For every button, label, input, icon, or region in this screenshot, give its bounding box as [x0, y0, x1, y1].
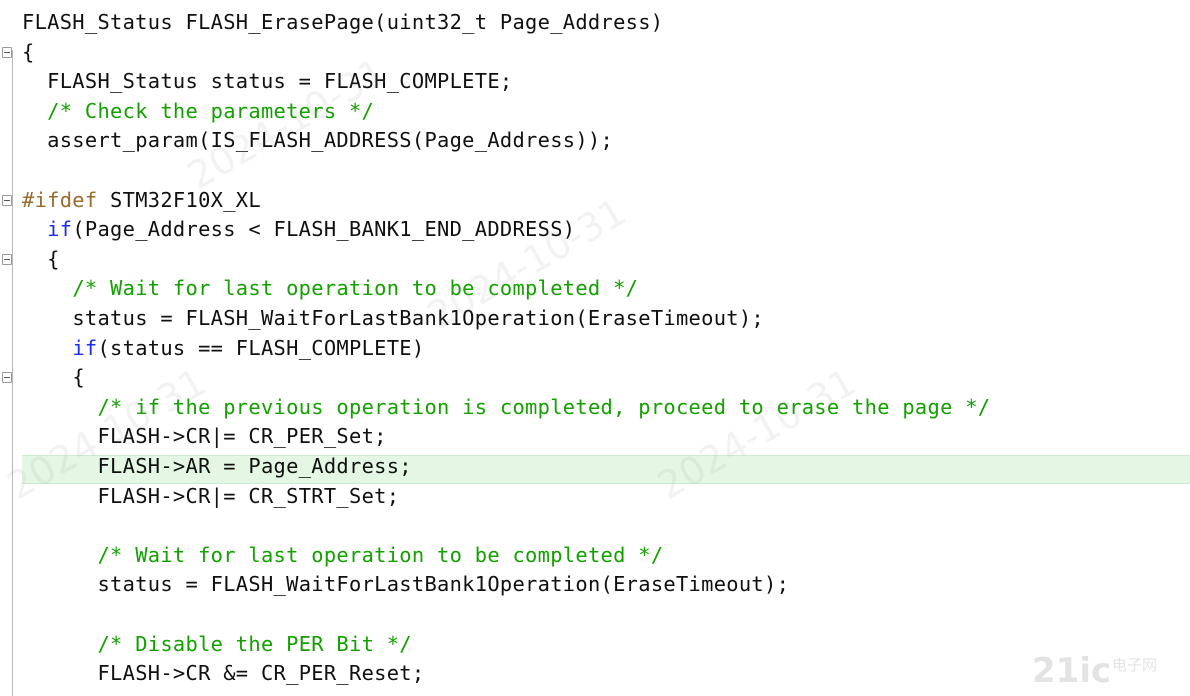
- code-text: FLASH_Status FLASH_ErasePage(uint32_t Pa…: [22, 10, 664, 34]
- code-comment: /* Check the parameters */: [47, 98, 375, 123]
- code-line[interactable]: /* Wait for last operation to be complet…: [22, 541, 663, 570]
- code-keyword: if: [72, 335, 98, 360]
- current-line-highlight: [22, 455, 1190, 484]
- code-text: assert_param(IS_FLASH_ADDRESS(Page_Addre…: [47, 128, 614, 153]
- code-line[interactable]: if(status == FLASH_COMPLETE): [22, 334, 424, 363]
- 21ic-logo: 21ic 电子网: [1032, 651, 1157, 690]
- logo-text: 21ic: [1032, 651, 1111, 690]
- code-comment: /* Disable the PER Bit */: [97, 631, 412, 656]
- code-text: {: [22, 39, 35, 64]
- code-comment: /* Wait for last operation to be complet…: [72, 276, 639, 301]
- code-line[interactable]: FLASH->CR &= CR_PER_Reset;: [22, 659, 424, 688]
- code-comment: /* if the previous operation is complete…: [97, 394, 991, 419]
- code-text: FLASH->CR|= CR_STRT_Set;: [97, 483, 400, 508]
- code-text: FLASH->CR &= CR_PER_Reset;: [97, 661, 425, 686]
- code-line[interactable]: assert_param(IS_FLASH_ADDRESS(Page_Addre…: [22, 126, 613, 155]
- code-line[interactable]: FLASH_Status status = FLASH_COMPLETE;: [22, 67, 512, 96]
- code-line[interactable]: {: [22, 245, 60, 274]
- code-line[interactable]: FLASH->CR|= CR_PER_Set;: [22, 422, 387, 451]
- code-line[interactable]: status = FLASH_WaitForLastBank1Operation…: [22, 304, 764, 333]
- code-text: (Page_Address < FLASH_BANK1_END_ADDRESS): [72, 217, 576, 242]
- code-text: status = FLASH_WaitForLastBank1Operation…: [97, 572, 790, 597]
- fold-toggle-icon[interactable]: [2, 46, 12, 58]
- code-line[interactable]: if(Page_Address < FLASH_BANK1_END_ADDRES…: [22, 215, 575, 244]
- code-text: status = FLASH_WaitForLastBank1Operation…: [72, 306, 765, 330]
- fold-gutter-line: [12, 50, 13, 696]
- code-text: (status == FLASH_COMPLETE): [97, 335, 425, 360]
- logo-subtext: 电子网: [1112, 656, 1157, 674]
- fold-toggle-icon[interactable]: [2, 253, 12, 265]
- code-text: {: [72, 365, 85, 390]
- code-text: {: [47, 246, 60, 271]
- code-preprocessor: #ifdef: [22, 187, 98, 212]
- code-line[interactable]: status = FLASH_WaitForLastBank1Operation…: [22, 570, 789, 599]
- code-text: FLASH->CR|= CR_PER_Set;: [97, 424, 387, 449]
- code-line[interactable]: {: [22, 363, 85, 392]
- code-text: FLASH->AR = Page_Address;: [97, 454, 412, 478]
- code-line[interactable]: /* if the previous operation is complete…: [22, 393, 990, 422]
- fold-toggle-icon[interactable]: [2, 372, 12, 384]
- fold-toggle-icon[interactable]: [2, 194, 12, 206]
- code-line[interactable]: /* Wait for last operation to be complet…: [22, 274, 638, 303]
- watermark: 2024-10-31: [650, 359, 864, 509]
- code-line[interactable]: {: [22, 38, 35, 67]
- code-line[interactable]: /* Check the parameters */: [22, 97, 374, 126]
- code-keyword: if: [47, 217, 73, 242]
- code-text: STM32F10X_XL: [97, 187, 261, 212]
- code-line[interactable]: FLASH_Status FLASH_ErasePage(uint32_t Pa…: [22, 8, 663, 37]
- code-line[interactable]: FLASH->AR = Page_Address;: [22, 452, 412, 481]
- code-text: FLASH_Status status = FLASH_COMPLETE;: [47, 69, 513, 94]
- code-line[interactable]: #ifdef STM32F10X_XL: [22, 186, 261, 215]
- code-line[interactable]: /* Disable the PER Bit */: [22, 630, 412, 659]
- code-comment: /* Wait for last operation to be complet…: [97, 542, 664, 567]
- code-line[interactable]: FLASH->CR|= CR_STRT_Set;: [22, 482, 399, 511]
